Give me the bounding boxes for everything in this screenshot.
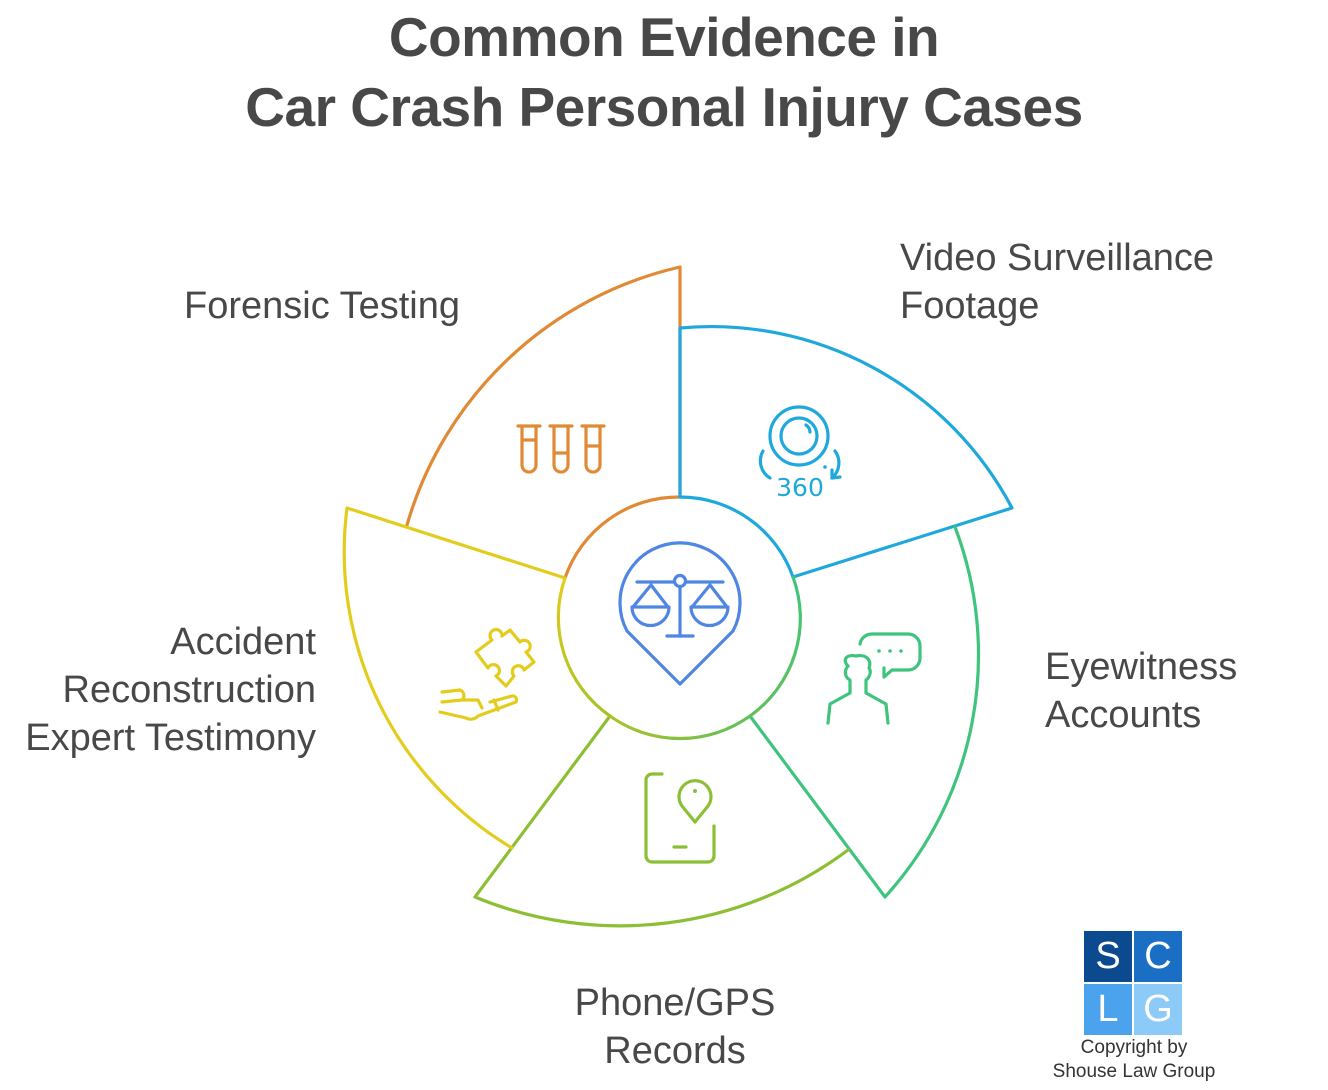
label-line: Accident xyxy=(170,621,316,663)
center-ring xyxy=(556,495,802,741)
label-video-surveillance: Video Surveillance Footage xyxy=(900,234,1214,330)
phone-location-pin-icon xyxy=(644,772,716,864)
title-line-1: Common Evidence in xyxy=(388,6,940,68)
sclg-logo: S C L G xyxy=(1084,931,1182,1035)
logo-letter-c: C xyxy=(1134,931,1182,982)
label-line: Reconstruction xyxy=(62,669,316,711)
segment-accident-reconstruction[interactable] xyxy=(342,506,567,850)
copyright-notice: Copyright by Shouse Law Group xyxy=(1034,1036,1234,1084)
person-speech-bubble-icon xyxy=(826,632,922,725)
label-line: Phone/GPS xyxy=(574,982,776,1024)
page-title: Common Evidence in Car Crash Personal In… xyxy=(0,2,1328,142)
segment-forensic-testing[interactable] xyxy=(405,265,682,527)
segment-phone-gps-records[interactable] xyxy=(473,714,850,928)
logo-letter-l: L xyxy=(1084,984,1132,1035)
test-tubes-icon xyxy=(516,424,606,474)
title-line-2: Car Crash Personal Injury Cases xyxy=(245,76,1083,138)
logo-letter-g: G xyxy=(1134,984,1182,1035)
label-line: Footage xyxy=(900,285,1040,327)
label-eyewitness-accounts: Eyewitness Accounts xyxy=(1045,643,1237,739)
logo-letter-s: S xyxy=(1084,931,1132,982)
segment-eyewitness-accounts[interactable] xyxy=(748,525,981,899)
label-line: Expert Testimony xyxy=(25,717,316,759)
label-line: Eyewitness xyxy=(1045,646,1238,688)
hand-puzzle-piece-icon xyxy=(438,627,536,721)
label-line: Forensic Testing xyxy=(184,285,460,327)
label-line: Accounts xyxy=(1045,694,1202,736)
label-forensic-testing: Forensic Testing xyxy=(110,282,460,330)
scales-of-justice-pin-icon xyxy=(618,541,742,686)
360-camera-icon: 360 xyxy=(758,405,842,502)
label-line: Records xyxy=(604,1030,746,1072)
copyright-line-1: Copyright by xyxy=(1080,1037,1188,1058)
label-accident-reconstruction: Accident Reconstruction Expert Testimony xyxy=(0,618,316,762)
label-phone-gps-records: Phone/GPS Records xyxy=(525,979,825,1075)
copyright-line-2: Shouse Law Group xyxy=(1052,1061,1216,1082)
segment-video-surveillance[interactable] xyxy=(678,324,1014,579)
svg-text:360: 360 xyxy=(776,473,824,502)
label-line: Video Surveillance xyxy=(900,237,1215,279)
